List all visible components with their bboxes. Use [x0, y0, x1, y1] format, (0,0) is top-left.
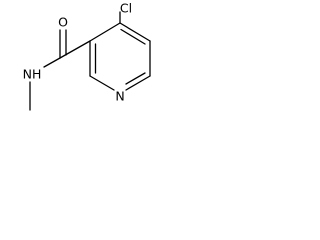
ring-bond-n1-c2 — [89, 75, 115, 91]
ring-bond-c6-n1 — [125, 75, 151, 91]
structure-diagram: Cl O NH N — [23, 1, 151, 111]
ring-bond-c3-c4 — [89, 22, 121, 42]
atom-pyridine-nitrogen-label: N — [115, 89, 124, 104]
ring-bond-c6-n1-inner — [125, 72, 146, 85]
atom-carbonyl-oxygen-label: O — [58, 15, 68, 30]
bond-c3-carbonyl — [59, 40, 91, 59]
ring-bond-c4-c5-inner — [120, 28, 146, 45]
atom-chlorine-label: Cl — [120, 1, 132, 16]
ring-bond-c4-c5 — [119, 22, 151, 42]
atom-amide-nitrogen-label: NH — [23, 67, 42, 82]
bond-carbonyl-nh — [43, 57, 61, 68]
